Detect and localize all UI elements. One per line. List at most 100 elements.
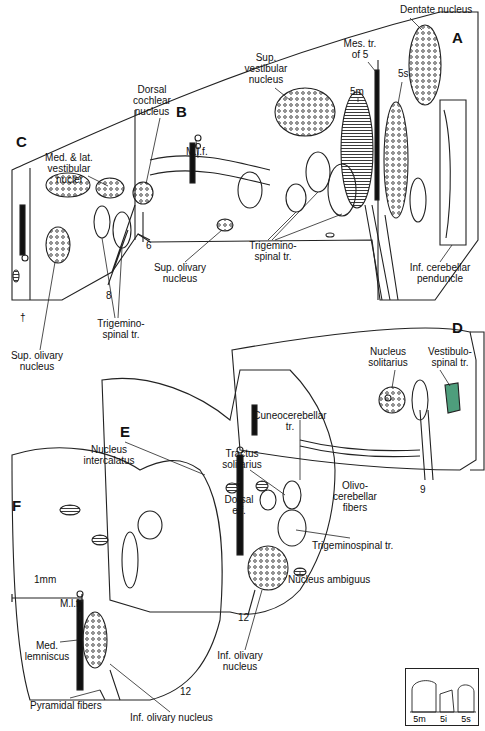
drawing-ellipse xyxy=(256,481,268,491)
drawing-ellipse xyxy=(248,546,288,590)
inset-box: 5m 5i 5s xyxy=(405,668,479,726)
structure-label: Trigeminospinal tr. xyxy=(312,540,432,551)
drawing-path xyxy=(248,590,255,615)
drawing-ellipse xyxy=(275,88,335,136)
leader-lines xyxy=(40,18,452,712)
drawing-ellipse xyxy=(409,25,441,105)
drawing-ellipse xyxy=(341,92,373,208)
drawing-ellipse xyxy=(278,510,306,546)
drawing-path xyxy=(138,212,150,242)
panel-letter: F xyxy=(12,498,32,514)
drawing-path xyxy=(250,470,285,495)
structure-label: M.l.f. xyxy=(60,598,94,609)
drawing-path xyxy=(365,205,398,300)
drawing-path xyxy=(70,690,100,698)
drawing-ellipse xyxy=(46,227,70,263)
drawing-path xyxy=(398,82,402,104)
drawing-ellipse xyxy=(60,505,80,515)
panel-letter: C xyxy=(16,134,36,150)
drawing-path xyxy=(410,712,476,713)
drawing-path xyxy=(146,118,160,184)
drawing-path xyxy=(358,98,359,102)
structure-label: Cuneocerebellar tr. xyxy=(250,410,330,432)
drawing-ellipse xyxy=(96,178,124,198)
inset-label: 5s xyxy=(461,714,471,724)
drawing-circle xyxy=(22,255,28,261)
drawing-ellipse xyxy=(283,481,301,509)
section-abc xyxy=(12,12,478,300)
panel-letter: B xyxy=(176,104,196,120)
structure-label: Sup. olivary nucleus xyxy=(150,262,210,284)
inset-label: 5i xyxy=(440,714,447,724)
structure-label: Pyramidal fibers xyxy=(30,700,130,711)
drawing-path xyxy=(440,245,452,262)
structure-label: Dentate nucleus xyxy=(400,4,480,15)
drawing-path xyxy=(296,530,350,538)
drawing-path xyxy=(60,640,78,642)
structure-label: 1mm xyxy=(34,574,74,585)
structure-label: Sup. olivary nucleus xyxy=(8,350,66,372)
drawing-path xyxy=(80,612,81,620)
structure-label: Trigemino-spinal tr. xyxy=(86,318,156,340)
drawing-path xyxy=(12,12,478,300)
drawing-path xyxy=(268,192,342,240)
structure-label: Trigemino-spinal tr. xyxy=(238,240,308,262)
drawing-rect xyxy=(77,600,83,690)
drawing-path xyxy=(125,442,205,475)
structure-label: M.l.f. xyxy=(186,146,216,157)
structure-label: Nucleus solitarius xyxy=(360,346,416,368)
drawing-path xyxy=(108,205,135,285)
inset-sketch xyxy=(410,681,476,712)
structure-label: 12 xyxy=(180,686,200,697)
structure-label: 8 xyxy=(106,290,118,301)
drawing-ellipse xyxy=(92,535,108,545)
drawing-ellipse xyxy=(122,532,138,588)
drawing-ellipse xyxy=(410,178,426,222)
drawing-path xyxy=(300,446,420,457)
section-d xyxy=(232,328,484,480)
panel-letter: D xyxy=(452,320,472,336)
structure-label: Vestibulo-spinal tr. xyxy=(420,346,480,368)
drawing-path xyxy=(368,62,376,72)
structure-label: Inf. olivary nucleus xyxy=(130,712,260,723)
drawing-path xyxy=(440,370,450,386)
drawing-ellipse xyxy=(306,152,330,192)
structure-label: † xyxy=(20,312,32,323)
inset-label-row: 5m 5i 5s xyxy=(406,714,478,724)
drawing-path xyxy=(100,670,120,700)
structure-label: 9 xyxy=(420,484,434,495)
drawing-ellipse xyxy=(326,233,334,237)
structure-label: Inf. olivary nucleus xyxy=(210,650,270,672)
structure-label: Mes. tr. of 5 xyxy=(340,38,380,60)
drawing-path xyxy=(185,230,222,262)
drawing-path xyxy=(275,88,290,100)
drawing-path xyxy=(300,440,420,451)
drawing-path xyxy=(102,238,122,318)
structure-label: Nucleus ambiguus xyxy=(288,574,408,585)
structure-label: Med. & lat. vestibular nuclei xyxy=(34,152,104,185)
drawing-path xyxy=(110,664,170,712)
drawing-ellipse xyxy=(384,102,408,218)
drawing-ellipse xyxy=(238,172,262,208)
inset-label: 5m xyxy=(413,714,426,724)
drawing-path xyxy=(134,110,135,240)
drawing-path xyxy=(440,690,454,712)
section-f xyxy=(12,448,222,700)
drawing-ellipse xyxy=(217,219,233,231)
structure-label: Med. lemniscus xyxy=(22,640,72,662)
drawing-ellipse xyxy=(13,270,19,282)
drawing-rect xyxy=(375,70,379,200)
drawing-path xyxy=(458,685,474,712)
structure-label: Sup. vestibular nucleus xyxy=(236,52,296,85)
structure-label: 6 xyxy=(146,240,158,251)
drawing-path xyxy=(12,448,222,700)
drawing-ellipse xyxy=(138,511,162,539)
structure-label: Tractus solitarius xyxy=(212,448,272,470)
panel-letter: E xyxy=(120,424,140,440)
drawing-ellipse xyxy=(379,387,405,413)
drawing-rect xyxy=(20,205,25,255)
drawing-path xyxy=(445,383,460,413)
structure-label: Nucleus intercalatus xyxy=(78,444,140,466)
structure-label: Inf. cerebellar penduncle xyxy=(400,262,480,284)
drawing-path xyxy=(420,410,433,480)
